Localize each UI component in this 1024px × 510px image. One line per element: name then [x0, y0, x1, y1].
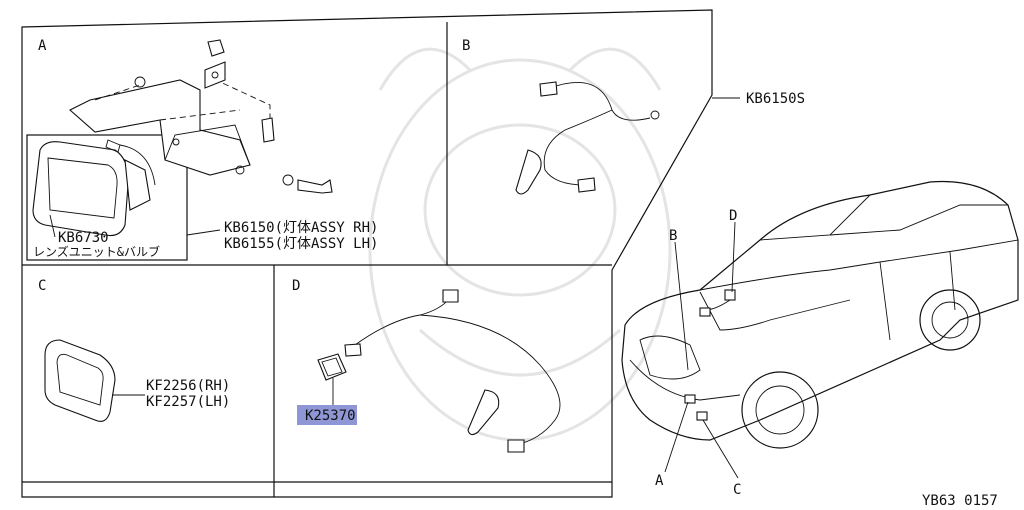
kb6730-leader — [49, 214, 56, 238]
car-label-a: A — [655, 473, 664, 489]
fog-switch — [317, 353, 347, 381]
callout-k25370: K25370 — [305, 408, 356, 424]
outer-frame — [21, 9, 713, 498]
callout-kb6150s: KB6150S — [746, 91, 805, 107]
callout-kb6155: KB6155(灯体ASSY LH) — [224, 236, 378, 252]
car-leader-a — [664, 401, 689, 473]
diagram-code: YB63 0157 — [922, 493, 998, 509]
harness-d — [344, 289, 561, 453]
harness-b — [515, 81, 660, 195]
fog-lamp-bracket — [69, 74, 271, 176]
callout-kb6150: KB6150(灯体ASSY RH) — [224, 220, 378, 236]
car-leader-c — [702, 419, 739, 479]
panel-label-d: D — [292, 278, 300, 294]
callout-kb6730-desc: レンズユニット&バルブ — [33, 244, 160, 259]
car-illustration — [621, 180, 1019, 449]
k25370-highlight — [297, 405, 357, 425]
panel-label-b: B — [462, 38, 470, 54]
bracket-hardware — [134, 39, 333, 194]
callout-kb6730: KB6730 — [58, 230, 109, 246]
kb6150-leader — [186, 229, 221, 236]
lens-unit-box — [26, 134, 188, 261]
callout-kf2256: KF2256(RH) — [146, 378, 230, 394]
fog-lamp-unit — [32, 139, 156, 237]
car-label-c: C — [733, 482, 741, 498]
car-label-d: D — [729, 208, 737, 224]
panel-label-c: C — [38, 278, 46, 294]
panel-label-a: A — [38, 38, 47, 54]
car-leader-b — [674, 241, 689, 371]
car-label-b: B — [669, 228, 677, 244]
fog-lamp-bezel — [44, 339, 116, 422]
car-leader-d — [731, 221, 736, 293]
callout-kf2257: KF2257(LH) — [146, 394, 230, 410]
